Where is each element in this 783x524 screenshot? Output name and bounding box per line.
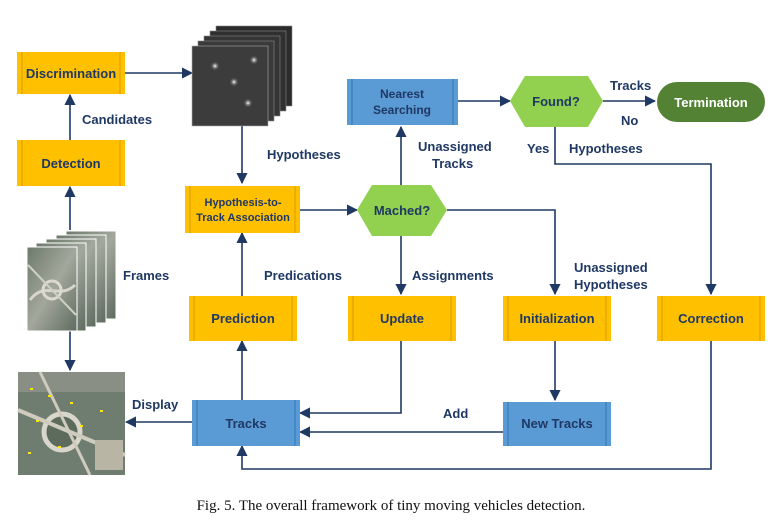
node-nearest-searching: Nearest Searching: [347, 79, 458, 125]
association-label-line2: Track Association: [196, 212, 290, 224]
arrow-update-to-tracks: [298, 341, 402, 419]
correction-label: Correction: [678, 311, 744, 326]
node-update: Update: [348, 296, 456, 341]
nearest-label-line1: Nearest: [380, 87, 424, 101]
discrimination-label: Discrimination: [26, 66, 116, 81]
node-termination: Termination: [657, 82, 765, 122]
aerial-frames-stack: [26, 230, 117, 332]
label-yes: Yes: [527, 141, 549, 156]
node-correction: Correction: [657, 296, 765, 341]
label-unassigned-hypotheses-1: Unassigned: [574, 260, 648, 275]
label-candidates: Candidates: [82, 112, 152, 127]
termination-label: Termination: [674, 95, 747, 110]
matched-label: Mached?: [374, 203, 430, 218]
node-detection: Detection: [17, 140, 125, 186]
found-label: Found?: [532, 94, 580, 109]
connectors: [64, 67, 717, 470]
label-predications: Predications: [264, 268, 342, 283]
figure-caption: Fig. 5. The overall framework of tiny mo…: [197, 498, 586, 514]
label-add: Add: [443, 406, 468, 421]
nearest-label-line2: Searching: [373, 103, 431, 117]
label-no: No: [621, 113, 638, 128]
detection-label: Detection: [41, 156, 100, 171]
association-label-line1: Hypothesis-to-: [205, 197, 282, 209]
label-assignments: Assignments: [412, 268, 494, 283]
display-aerial-image: [17, 371, 126, 476]
label-unassigned-hypotheses-2: Hypotheses: [574, 277, 648, 292]
label-unassigned-tracks-1: Unassigned: [418, 139, 492, 154]
arrow-matched-to-initialization: [447, 209, 561, 296]
node-new-tracks: New Tracks: [503, 402, 611, 446]
label-frames: Frames: [123, 268, 169, 283]
prediction-label: Prediction: [211, 311, 275, 326]
label-unassigned-tracks-2: Tracks: [432, 156, 473, 171]
node-found-decision: Found?: [510, 76, 603, 127]
node-discrimination: Discrimination: [17, 52, 125, 94]
update-label: Update: [380, 311, 424, 326]
tracks-label: Tracks: [225, 416, 266, 431]
candidate-frames-stack: [191, 25, 293, 127]
new-tracks-label: New Tracks: [521, 416, 593, 431]
arrow-found-to-correction: [554, 127, 717, 296]
label-hypotheses-right: Hypotheses: [569, 141, 643, 156]
node-prediction: Prediction: [189, 296, 297, 341]
arrow-correction-to-tracks: [236, 341, 712, 470]
label-hypotheses-top: Hypotheses: [267, 147, 341, 162]
label-display: Display: [132, 397, 179, 412]
node-initialization: Initialization: [503, 296, 611, 341]
node-matched-decision: Mached?: [357, 185, 447, 236]
label-tracks-top: Tracks: [610, 78, 651, 93]
node-association: Hypothesis-to- Track Association: [185, 186, 300, 233]
node-tracks: Tracks: [192, 400, 300, 446]
initialization-label: Initialization: [519, 311, 594, 326]
